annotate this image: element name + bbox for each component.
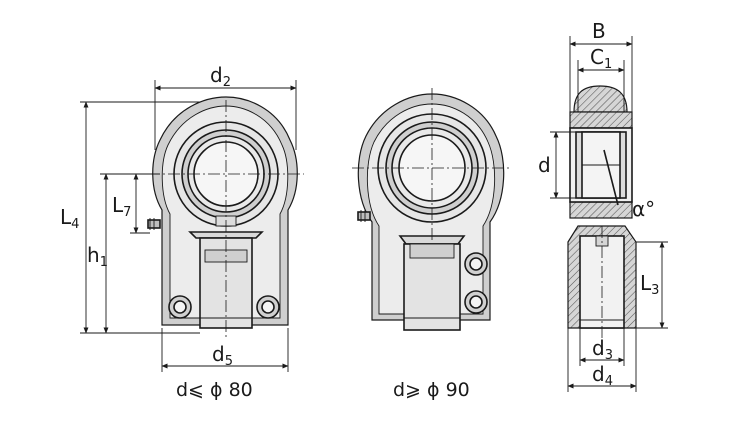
dim-b: B xyxy=(569,19,633,112)
middle-bolt-top xyxy=(464,252,488,276)
svg-text:B: B xyxy=(592,19,606,43)
left-view: d2 L4 h1 L7 d5 d⩽ ϕ 80 xyxy=(60,63,304,401)
svg-text:d5: d5 xyxy=(212,342,233,369)
middle-bolt-bottom xyxy=(464,290,488,314)
middle-view: d⩾ ϕ 90 xyxy=(352,88,512,401)
dim-l7: L7 xyxy=(112,173,150,234)
left-bolt-left xyxy=(168,295,192,319)
dim-d: d xyxy=(538,131,576,199)
svg-text:d2: d2 xyxy=(210,63,231,90)
svg-text:C1: C1 xyxy=(590,45,612,72)
dim-d2: d2 xyxy=(154,63,297,150)
dim-d3: d3 xyxy=(579,328,625,366)
dim-h1: h1 xyxy=(87,173,160,334)
dim-l4: L4 xyxy=(60,101,200,334)
dim-c1: C1 xyxy=(577,45,625,112)
side-section-view: B C1 d α° L3 d3 xyxy=(538,19,668,392)
caption-right: d⩾ ϕ 90 xyxy=(393,379,470,401)
left-bolt-right xyxy=(256,295,280,319)
caption-left: d⩽ ϕ 80 xyxy=(176,379,253,401)
dim-l3: L3 xyxy=(636,241,668,329)
left-grease-nipple xyxy=(147,218,161,230)
svg-text:h1: h1 xyxy=(87,243,108,270)
dim-d5: d5 xyxy=(161,328,289,372)
svg-text:d4: d4 xyxy=(592,362,613,389)
middle-grease-nipple xyxy=(357,210,371,222)
dim-d4: d4 xyxy=(567,328,637,392)
svg-text:d: d xyxy=(538,153,551,177)
svg-text:L3: L3 xyxy=(640,271,659,298)
svg-text:d3: d3 xyxy=(592,336,613,363)
label-alpha: α° xyxy=(632,197,655,221)
svg-text:L7: L7 xyxy=(112,193,131,220)
svg-text:L4: L4 xyxy=(60,205,79,232)
